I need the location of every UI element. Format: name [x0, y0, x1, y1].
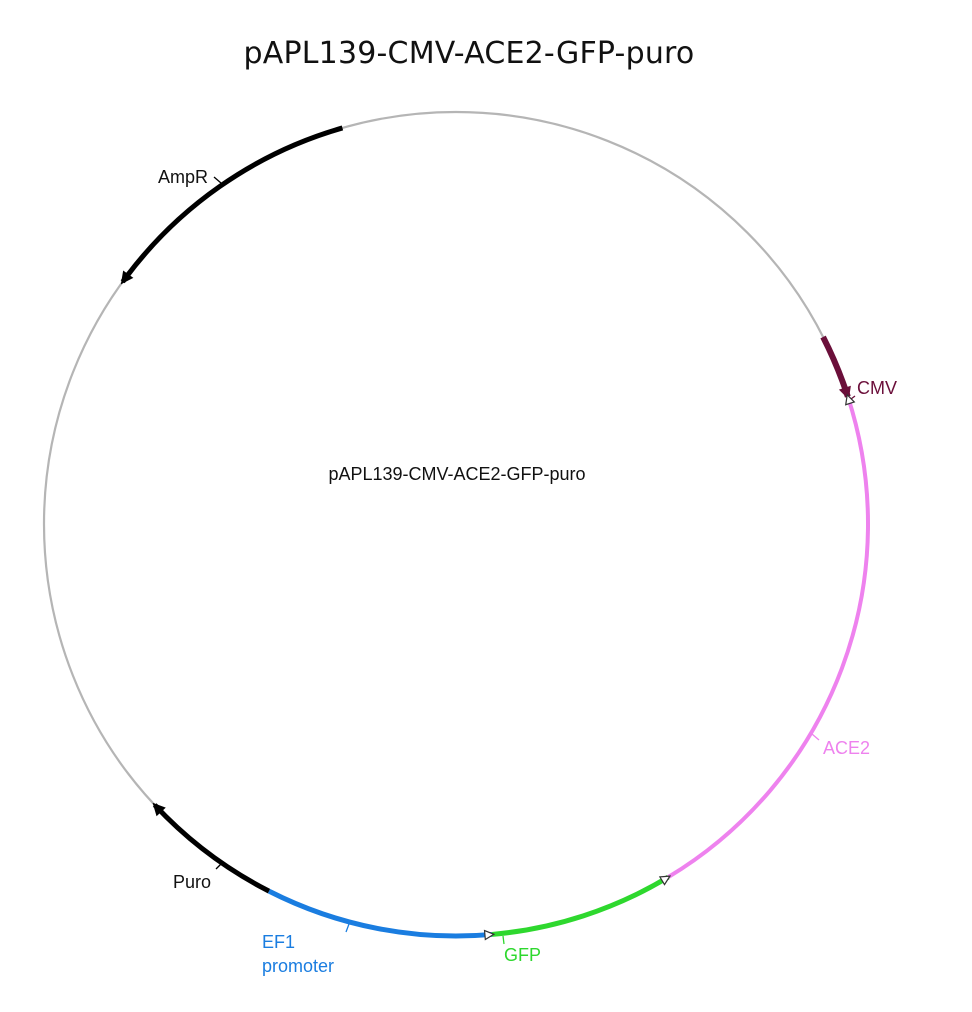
feature-puro-arc[interactable]	[152, 803, 271, 894]
feature-gfp-arrowhead	[658, 875, 672, 886]
feature-ampr-label: AmpR	[158, 167, 208, 187]
feature-cmv-arc[interactable]	[820, 335, 851, 398]
feature-ef1-promoter-tick	[345, 923, 350, 933]
feature-cmv-label: CMV	[857, 378, 897, 398]
feature-gfp-label: GFP	[504, 945, 541, 965]
feature-ace2-label: ACE2	[823, 738, 870, 758]
feature-ampr-arc[interactable]	[120, 125, 344, 284]
center-label: pAPL139-CMV-ACE2-GFP-puro	[328, 464, 585, 484]
feature-gfp-tick	[502, 935, 505, 945]
feature-ef1-promoter-label-line1: EF1	[262, 932, 295, 952]
plasmid-backbone	[42, 110, 870, 938]
feature-ef1-promoter-label-line2: promoter	[262, 956, 334, 976]
feature-ef1-promoter-arrowhead	[483, 929, 496, 941]
feature-ef1-promoter-label: EF1 promoter	[262, 932, 334, 976]
feature-ace2-tick	[811, 733, 820, 741]
feature-ace2-arrowhead	[844, 393, 856, 406]
feature-puro-label: Puro	[173, 872, 211, 892]
feature-ace2-arc[interactable]	[667, 396, 870, 879]
feature-puro-tick	[215, 862, 223, 870]
feature-ef1-promoter-arc[interactable]	[267, 888, 493, 939]
feature-gfp-arc[interactable]	[491, 875, 670, 937]
map-title: pAPL139-CMV-ACE2-GFP-puro	[243, 36, 695, 71]
feature-puro-arrowhead	[152, 802, 166, 817]
feature-ampr-arrowhead	[120, 270, 134, 285]
feature-ampr-tick	[213, 176, 222, 184]
